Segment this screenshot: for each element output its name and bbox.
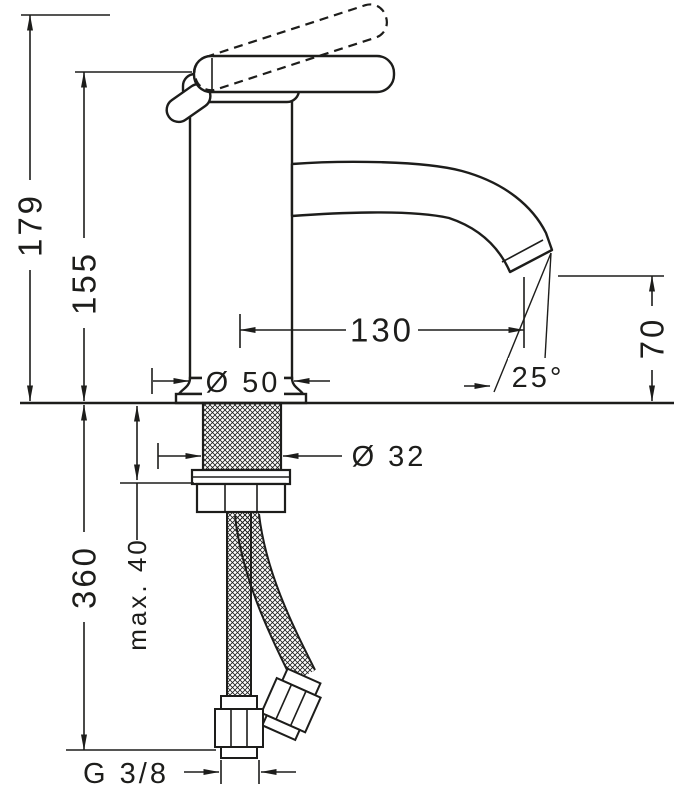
hose-connector — [260, 667, 322, 742]
threaded-shank — [201, 401, 283, 472]
dim-outlet-height-text: 70 — [634, 317, 671, 360]
below-counter-assembly — [190, 401, 322, 759]
label-halo — [68, 532, 100, 622]
dimension-max40 — [120, 405, 194, 545]
hose-outline — [258, 513, 316, 671]
dim-total-height-text: 179 — [12, 193, 49, 257]
dim-max-mounting-text: max. 40 — [122, 537, 152, 651]
dim-body-diameter-text: Ø 50 — [206, 367, 281, 399]
label-halo — [68, 238, 100, 328]
dim-reach-text: 130 — [350, 312, 414, 349]
dimension-d32 — [157, 443, 342, 469]
dim-outlet-angle-text: 25° — [512, 362, 565, 394]
handle-lever — [192, 54, 396, 94]
dimension-155 — [75, 71, 192, 402]
faucet-spout — [290, 160, 554, 274]
dim-thread-text: G 3/8 — [83, 758, 169, 790]
spout-outlet-rim — [501, 239, 544, 263]
dimension-lines — [21, 14, 664, 784]
label-halo — [14, 180, 46, 270]
supply-hose-straight — [214, 511, 264, 759]
hose-connector — [214, 695, 264, 759]
mounting-nut — [195, 482, 287, 514]
handle-raised-position-dashed — [193, 3, 388, 92]
hose-braid-texture — [235, 511, 315, 682]
dim-body-height-text: 155 — [66, 251, 103, 315]
dimension-labels: 179 155 360 130 70 Ø 50 25° Ø 32 max. 40… — [12, 180, 671, 790]
hose-braid-texture — [226, 511, 252, 697]
label-halo — [508, 358, 566, 394]
faucet-body — [188, 96, 294, 380]
label-halo — [636, 306, 668, 370]
label-halo — [346, 312, 418, 346]
dim-shank-diameter-text: Ø 32 — [352, 441, 427, 473]
label-halo — [202, 365, 284, 399]
dimension-g38 — [184, 760, 296, 784]
label-halo — [122, 540, 152, 650]
dim-hose-length-text: 360 — [66, 545, 103, 609]
dimension-d50 — [151, 368, 330, 394]
